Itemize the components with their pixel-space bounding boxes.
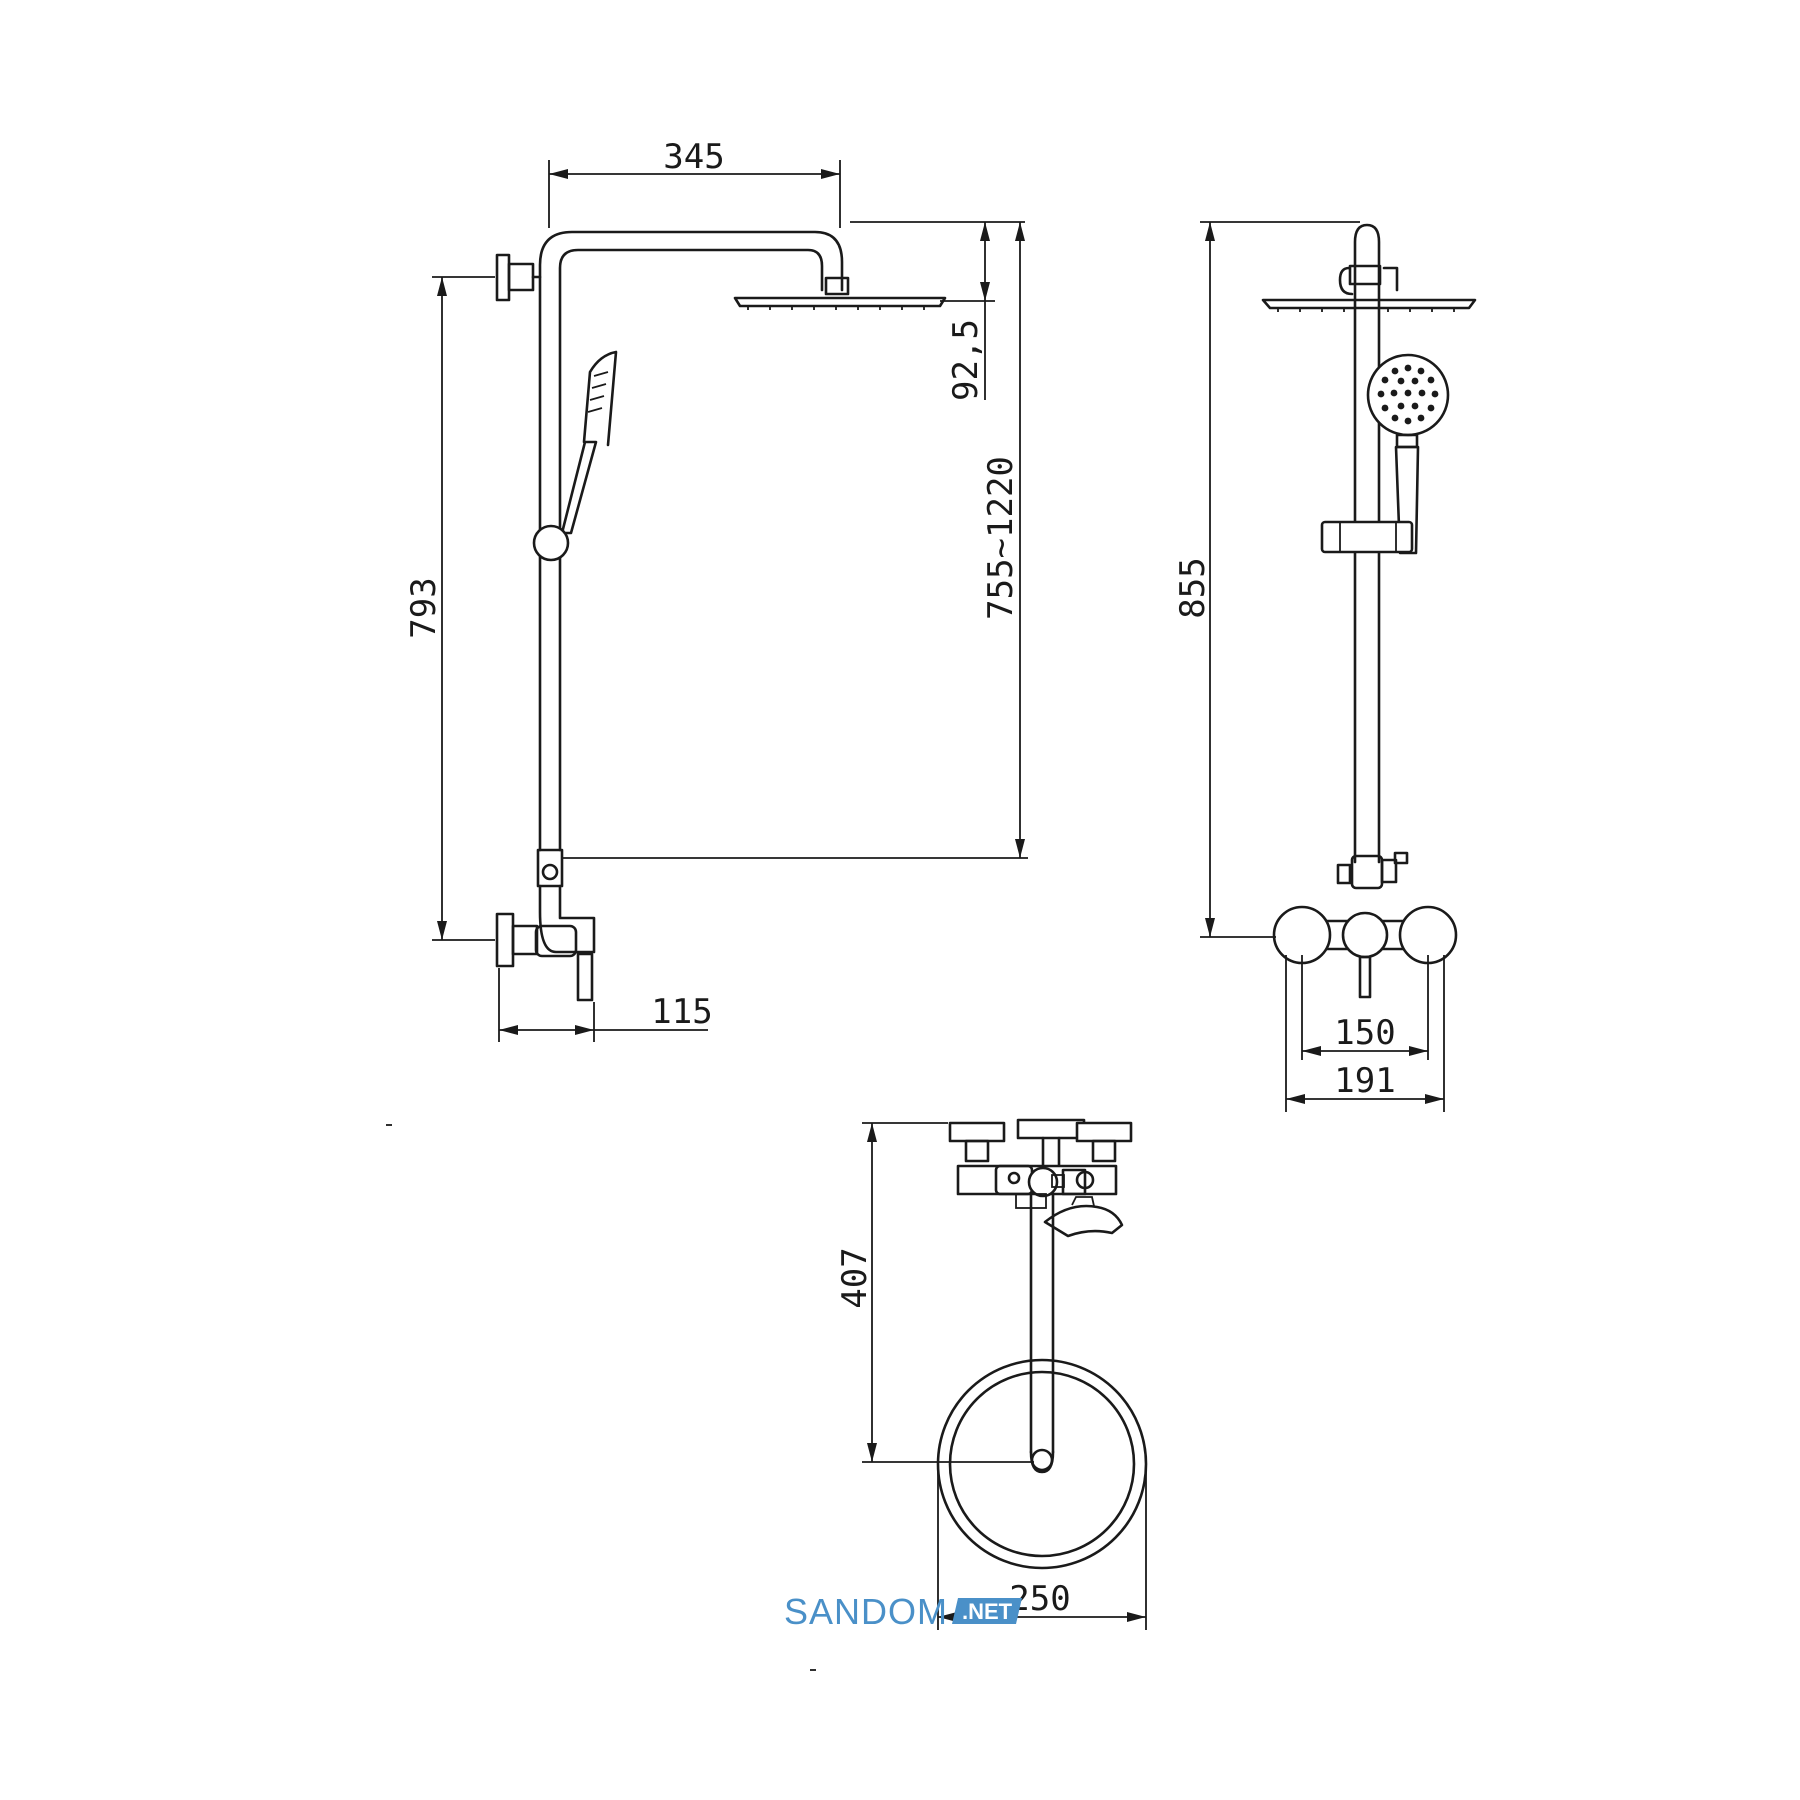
watermark-text: SANDOM bbox=[784, 1591, 948, 1632]
dim-top-projection: 407 bbox=[835, 1247, 875, 1308]
top-view: 407 250 bbox=[835, 1118, 1148, 1630]
dim-front-total-height: 855 bbox=[1173, 557, 1213, 618]
dim-side-head-drop: 92,5 bbox=[946, 319, 986, 401]
side-view: 345 92,5 755~1220 793 115 bbox=[404, 137, 1028, 1042]
dim-side-height-range: 755~1220 bbox=[981, 456, 1021, 620]
dim-front-inlet-spacing: 150 bbox=[1334, 1013, 1395, 1053]
watermark-badge: .NET bbox=[962, 1599, 1013, 1624]
dim-side-wall-offset: 115 bbox=[651, 992, 712, 1032]
front-view: 855 150 191 bbox=[1173, 221, 1477, 1112]
dim-front-mixer-width: 191 bbox=[1334, 1061, 1395, 1101]
nozzle-dots bbox=[1377, 364, 1439, 425]
watermark-logo: SANDOM .NET bbox=[784, 1591, 1022, 1632]
dim-side-total-height: 793 bbox=[404, 577, 444, 638]
dim-side-arm-width: 345 bbox=[663, 137, 724, 177]
